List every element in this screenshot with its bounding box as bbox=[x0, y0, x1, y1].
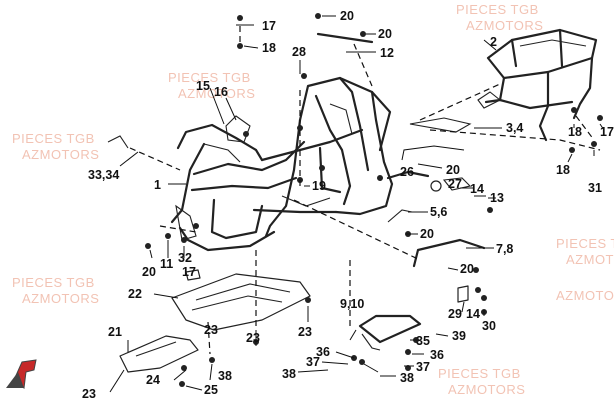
part-label: 23 bbox=[246, 331, 260, 345]
part-label: 36 bbox=[316, 345, 330, 359]
part-label: 19 bbox=[312, 179, 326, 193]
part-label: 26 bbox=[400, 165, 414, 179]
part-label: 17 bbox=[600, 125, 614, 139]
part-label: 35 bbox=[416, 334, 430, 348]
part-label: 30 bbox=[482, 319, 496, 333]
part-label: 37 bbox=[306, 355, 320, 369]
part-label: 36 bbox=[430, 348, 444, 362]
watermark-text: PIECES TGB bbox=[12, 275, 95, 290]
part-label: 1 bbox=[154, 178, 161, 192]
part-label: 13 bbox=[490, 191, 504, 205]
main-frame bbox=[170, 76, 394, 252]
part-label: 18 bbox=[568, 125, 582, 139]
part-label: 16 bbox=[214, 85, 228, 99]
part-label: 2 bbox=[490, 35, 497, 49]
watermark-text: AZMOTORS bbox=[22, 147, 99, 162]
part-label: 5,6 bbox=[430, 205, 447, 219]
skid-plates bbox=[119, 269, 311, 373]
part-label: 21 bbox=[108, 325, 122, 339]
part-label: 38 bbox=[282, 367, 296, 381]
part-label: 20 bbox=[142, 265, 156, 279]
part-label: 31 bbox=[588, 181, 602, 195]
watermark-text: AZMOTORS bbox=[448, 382, 525, 397]
hardware bbox=[107, 13, 603, 387]
part-label: 9,10 bbox=[340, 297, 364, 311]
watermark-text: AZMOTORS bbox=[466, 18, 543, 33]
part-label: 20 bbox=[460, 262, 474, 276]
part-label: 23 bbox=[82, 387, 96, 400]
watermark-text: PIECES TGB bbox=[12, 131, 95, 146]
watermark-text: AZMOTORS bbox=[556, 288, 614, 303]
watermarks: PIECES TGB AZMOTORS PIECES TGB AZMOTORS … bbox=[12, 2, 614, 397]
part-label: 29 bbox=[448, 307, 462, 321]
rear-subframe bbox=[477, 28, 598, 142]
part-label: 20 bbox=[420, 227, 434, 241]
part-label: 37 bbox=[416, 360, 430, 374]
leader-lines bbox=[109, 15, 605, 393]
part-label: 12 bbox=[380, 46, 394, 60]
watermark-text: PIECES TGB bbox=[456, 2, 539, 17]
part-label: 38 bbox=[400, 371, 414, 385]
watermark-text: AZMOTORS bbox=[566, 252, 614, 267]
watermark-text: PIECES TGB bbox=[168, 70, 251, 85]
part-label: 20 bbox=[378, 27, 392, 41]
part-label: 7,8 bbox=[496, 242, 513, 256]
part-label: 14 bbox=[470, 182, 484, 196]
part-label: 17 bbox=[182, 265, 196, 279]
part-label: 20 bbox=[340, 9, 354, 23]
part-label: 23 bbox=[204, 323, 218, 337]
part-label: 22 bbox=[128, 287, 142, 301]
part-label: 15 bbox=[196, 79, 210, 93]
part-label: 20 bbox=[446, 163, 460, 177]
part-label: 23 bbox=[298, 325, 312, 339]
part-label: 38 bbox=[218, 369, 232, 383]
part-label: 18 bbox=[556, 163, 570, 177]
brand-logo-icon bbox=[6, 359, 37, 389]
part-label: 18 bbox=[262, 41, 276, 55]
watermark-text: PIECES TGB bbox=[556, 236, 614, 251]
part-labels: 17 18 20 20 12 28 15 16 1 33,34 19 2 3,4… bbox=[82, 9, 614, 400]
part-label: 24 bbox=[146, 373, 160, 387]
part-label: 32 bbox=[178, 251, 192, 265]
part-label: 3,4 bbox=[506, 121, 523, 135]
part-label: 14 bbox=[466, 307, 480, 321]
part-label: 25 bbox=[204, 383, 218, 397]
part-label: 17 bbox=[262, 19, 276, 33]
assembly-lines bbox=[129, 26, 601, 355]
watermark-text: AZMOTORS bbox=[22, 291, 99, 306]
watermark-text: PIECES TGB bbox=[438, 366, 521, 381]
part-label: 39 bbox=[452, 329, 466, 343]
part-label: 11 bbox=[160, 257, 173, 271]
part-label: 27 bbox=[448, 177, 462, 191]
part-label: 33,34 bbox=[88, 168, 119, 182]
part-label: 28 bbox=[292, 45, 306, 59]
watermark-text: AZMOTORS bbox=[178, 86, 255, 101]
